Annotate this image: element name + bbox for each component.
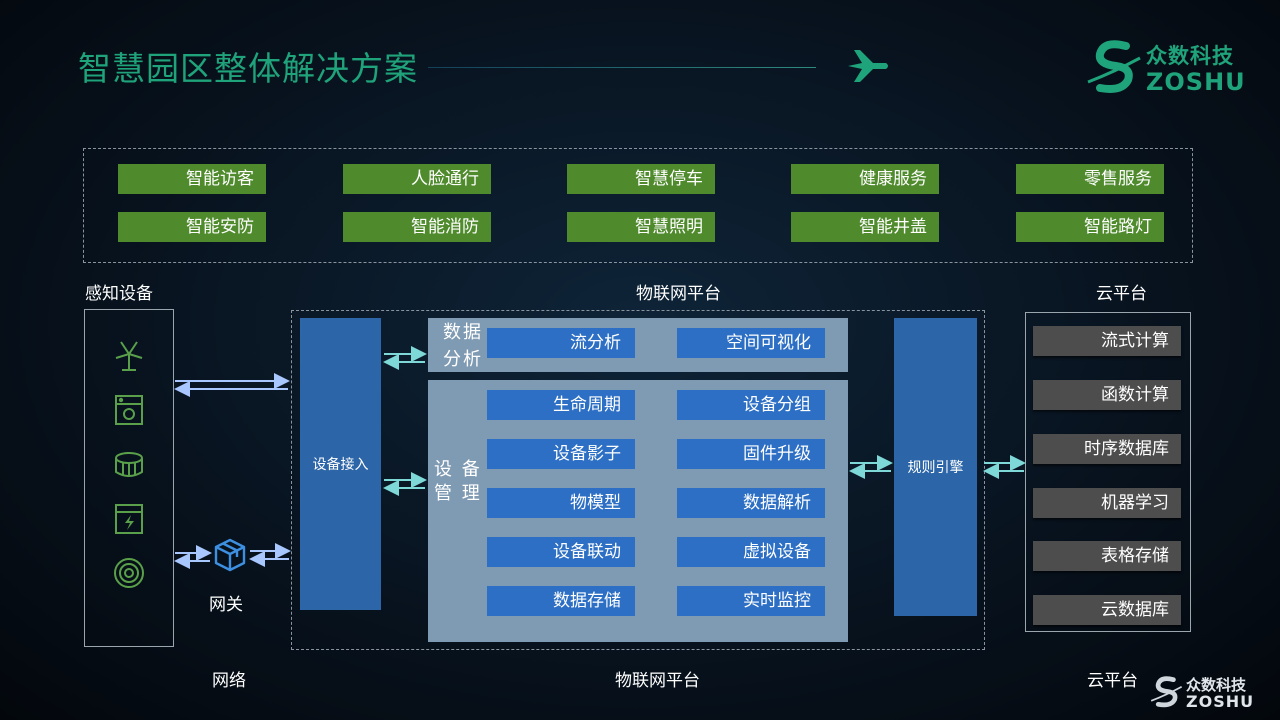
application-tag: 智能访客 (118, 164, 266, 194)
application-tag: 智能安防 (118, 212, 266, 242)
applications-panel (83, 148, 1193, 263)
device-management-item: 虚拟设备 (677, 537, 825, 567)
spatial-visualization-item: 空间可视化 (677, 328, 825, 358)
drum-icon (115, 452, 143, 477)
zoshu-logo-icon (1087, 40, 1141, 93)
power-cabinet-icon (115, 504, 143, 534)
application-tag: 智慧照明 (567, 212, 715, 242)
device-management-item: 设备影子 (487, 439, 635, 469)
device-management-item: 物模型 (487, 488, 635, 518)
cloud-platform-panel (1025, 312, 1191, 632)
application-tag: 人脸通行 (343, 164, 491, 194)
windmill-icon (115, 341, 143, 371)
page-title: 智慧园区整体解决方案 (78, 49, 418, 88)
device-access-block: 设备接入 (300, 318, 381, 610)
watermark-text-cn: 众数科技 (1186, 676, 1247, 694)
cloud-service-tag: 时序数据库 (1033, 434, 1181, 464)
application-tag: 零售服务 (1016, 164, 1164, 194)
network-footer: 网络 (212, 671, 246, 691)
gateway-cube-icon (214, 538, 246, 572)
cloud-service-tag: 云数据库 (1033, 595, 1181, 625)
iot-platform-panel (291, 310, 985, 650)
iot-platform-header: 物联网平台 (636, 284, 721, 304)
device-management-item: 数据解析 (677, 488, 825, 518)
cloud-service-tag: 表格存储 (1033, 541, 1181, 571)
cloud-service-tag: 流式计算 (1033, 326, 1181, 356)
rule-engine-block: 规则引擎 (894, 318, 977, 616)
device-management-item: 实时监控 (677, 586, 825, 616)
application-tag: 智能消防 (343, 212, 491, 242)
iot-platform-footer: 物联网平台 (615, 671, 700, 691)
data-analysis-label-line2: 分析 (443, 349, 483, 370)
logo-text-en: ZOSHU (1146, 68, 1246, 96)
sensing-devices-panel (84, 309, 174, 647)
cloud-platform-footer: 云平台 (1087, 671, 1138, 691)
logo-text-cn: 众数科技 (1146, 44, 1234, 68)
title-divider (428, 67, 816, 68)
device-management-item: 固件升级 (677, 439, 825, 469)
gateway-label: 网关 (209, 595, 243, 615)
application-tag: 智能路灯 (1016, 212, 1164, 242)
device-management-item: 设备联动 (487, 537, 635, 567)
cloud-service-tag: 机器学习 (1033, 488, 1181, 518)
cloud-platform-header: 云平台 (1096, 284, 1147, 304)
watermark-text-en: ZOSHU (1186, 692, 1255, 711)
application-tag: 健康服务 (791, 164, 939, 194)
airplane-icon (848, 50, 888, 82)
data-analysis-label-line1: 数据 (443, 322, 483, 343)
device-management-label-line1: 设 备 (434, 459, 482, 480)
device-management-item: 设备分组 (677, 390, 825, 420)
application-tag: 智能井盖 (791, 212, 939, 242)
stream-analysis-item: 流分析 (487, 328, 635, 358)
cloud-service-tag: 函数计算 (1033, 380, 1181, 410)
application-tag: 智慧停车 (567, 164, 715, 194)
washer-icon (115, 395, 143, 425)
device-management-label-line2: 管 理 (434, 483, 482, 504)
device-management-item: 数据存储 (487, 586, 635, 616)
device-management-item: 生命周期 (487, 390, 635, 420)
target-icon (114, 558, 144, 588)
sensing-devices-header: 感知设备 (85, 284, 153, 304)
watermark-logo-icon (1150, 676, 1183, 708)
